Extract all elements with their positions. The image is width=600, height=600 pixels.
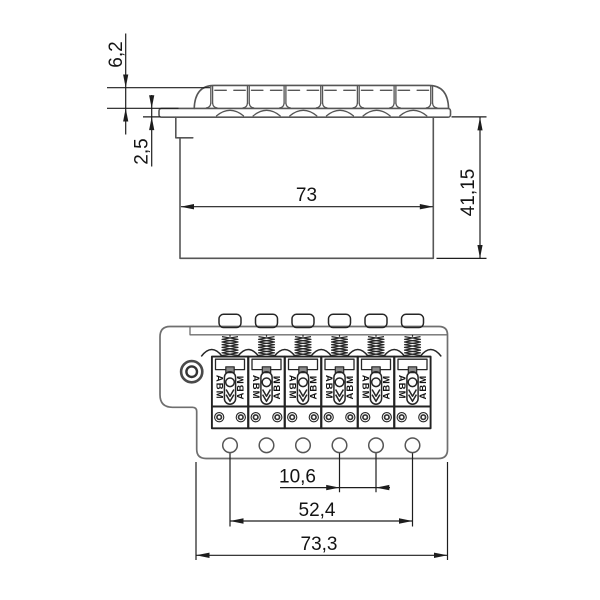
saddle-3 <box>283 355 323 430</box>
dimension-block-width: 73 <box>180 185 434 210</box>
dim-label-2-5: 2,5 <box>132 138 153 164</box>
intonation-springs <box>221 334 422 357</box>
dim-label-52-4: 52,4 <box>299 500 336 521</box>
dimension-overall-height: 41,15 <box>436 116 487 259</box>
dimension-overall-width: 73,3 <box>195 462 449 560</box>
intonation-screw-tabs <box>218 313 425 329</box>
base-plate-outline <box>159 325 449 460</box>
side-view: 6,2 2,5 73 41,15 <box>106 33 487 260</box>
sustain-block-side <box>175 116 435 260</box>
saddle-row-side <box>193 84 450 117</box>
saddle-4 <box>320 355 359 430</box>
saddle-1 <box>210 355 250 430</box>
saddle-5 <box>356 355 396 430</box>
saddle-6 <box>393 355 432 430</box>
dimension-adjacent-string-spacing: 10,6 <box>279 453 390 493</box>
string-holes <box>221 437 421 454</box>
dim-label-6-2: 6,2 <box>106 41 127 67</box>
dimension-saddle-height: 6,2 <box>106 33 210 135</box>
dimension-outer-string-spacing: 52,4 <box>229 453 414 527</box>
dim-label-73-3: 73,3 <box>301 534 338 555</box>
dim-label-41-15: 41,15 <box>458 169 479 217</box>
saddle-2 <box>247 355 286 430</box>
mounting-hole <box>179 359 204 384</box>
plan-view: 10,6 52,4 73,3 <box>159 313 449 560</box>
dimension-plate-thickness: 2,5 <box>132 95 161 167</box>
bridge-base-plate-side <box>158 107 452 119</box>
dim-label-73: 73 <box>296 185 317 206</box>
saddles-plan <box>210 355 432 430</box>
dim-label-10-6: 10,6 <box>279 467 316 488</box>
